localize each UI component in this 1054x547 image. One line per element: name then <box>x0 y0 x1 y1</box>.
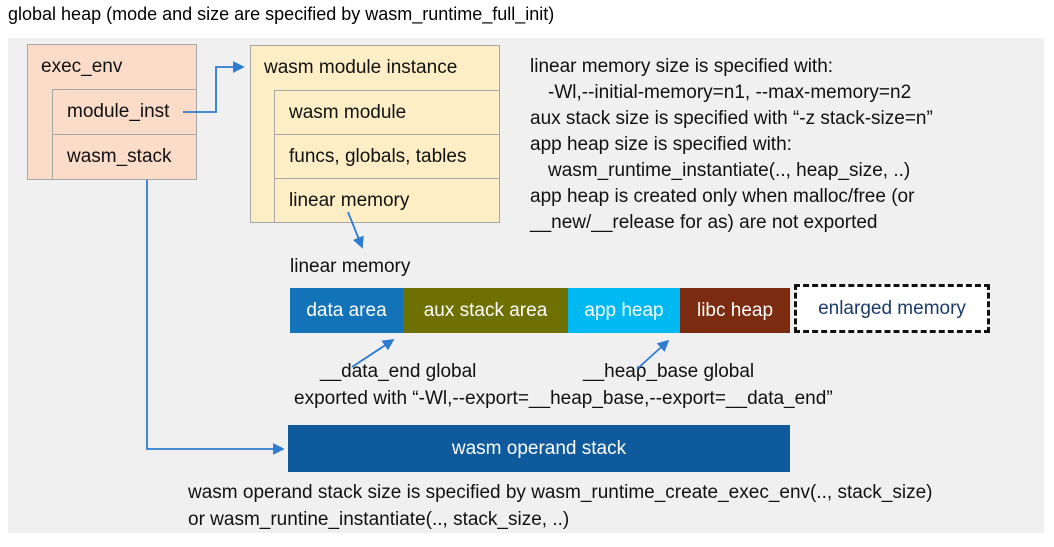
segment-app-heap: app heap <box>568 288 680 333</box>
exec-env-header: exec_env <box>41 56 123 77</box>
export-note: exported with “-Wl,--export=__heap_base,… <box>294 388 833 409</box>
right-notes: linear memory size is specified with: -W… <box>530 54 933 236</box>
note-line: -Wl,--initial-memory=n1, --max-memory=n2 <box>548 82 912 103</box>
note-line: linear memory size is specified with: <box>530 56 834 77</box>
diagram-title: global heap (mode and size are specified… <box>8 4 555 24</box>
bottom-notes: wasm operand stack size is specified by … <box>188 479 933 533</box>
note-line: __new/__release for as) are not exported <box>530 212 878 233</box>
data-end-global-label: __data_end global <box>320 361 477 382</box>
segment-data-area: data area <box>290 288 403 333</box>
note-line: aux stack size is specified with “-z sta… <box>530 108 933 129</box>
module-instance-row-wasm-module: wasm module <box>274 90 500 135</box>
note-line: or wasm_runtine_instantiate(.., stack_si… <box>188 509 570 530</box>
note-line: app heap size is specified with: <box>530 134 792 155</box>
module-instance-row-linear-memory: linear memory <box>274 178 500 223</box>
note-line: wasm operand stack size is specified by … <box>188 482 933 503</box>
segment-aux-stack-area: aux stack area <box>403 288 568 333</box>
linear-memory-label: linear memory <box>290 256 411 277</box>
module-instance-row-funcs-globals-tables: funcs, globals, tables <box>274 134 500 179</box>
wasm-operand-stack-bar: wasm operand stack <box>288 425 790 472</box>
note-line: app heap is created only when malloc/fre… <box>530 186 915 207</box>
segment-enlarged-memory: enlarged memory <box>794 284 990 333</box>
exec-env-row-wasm-stack: wasm_stack <box>52 134 197 180</box>
module-instance-header: wasm module instance <box>264 57 458 78</box>
segment-libc-heap: libc heap <box>680 288 790 333</box>
note-line: wasm_runtime_instantiate(.., heap_size, … <box>548 160 911 181</box>
exec-env-row-module-inst: module_inst <box>52 89 197 135</box>
heap-base-global-label: __heap_base global <box>583 361 755 382</box>
